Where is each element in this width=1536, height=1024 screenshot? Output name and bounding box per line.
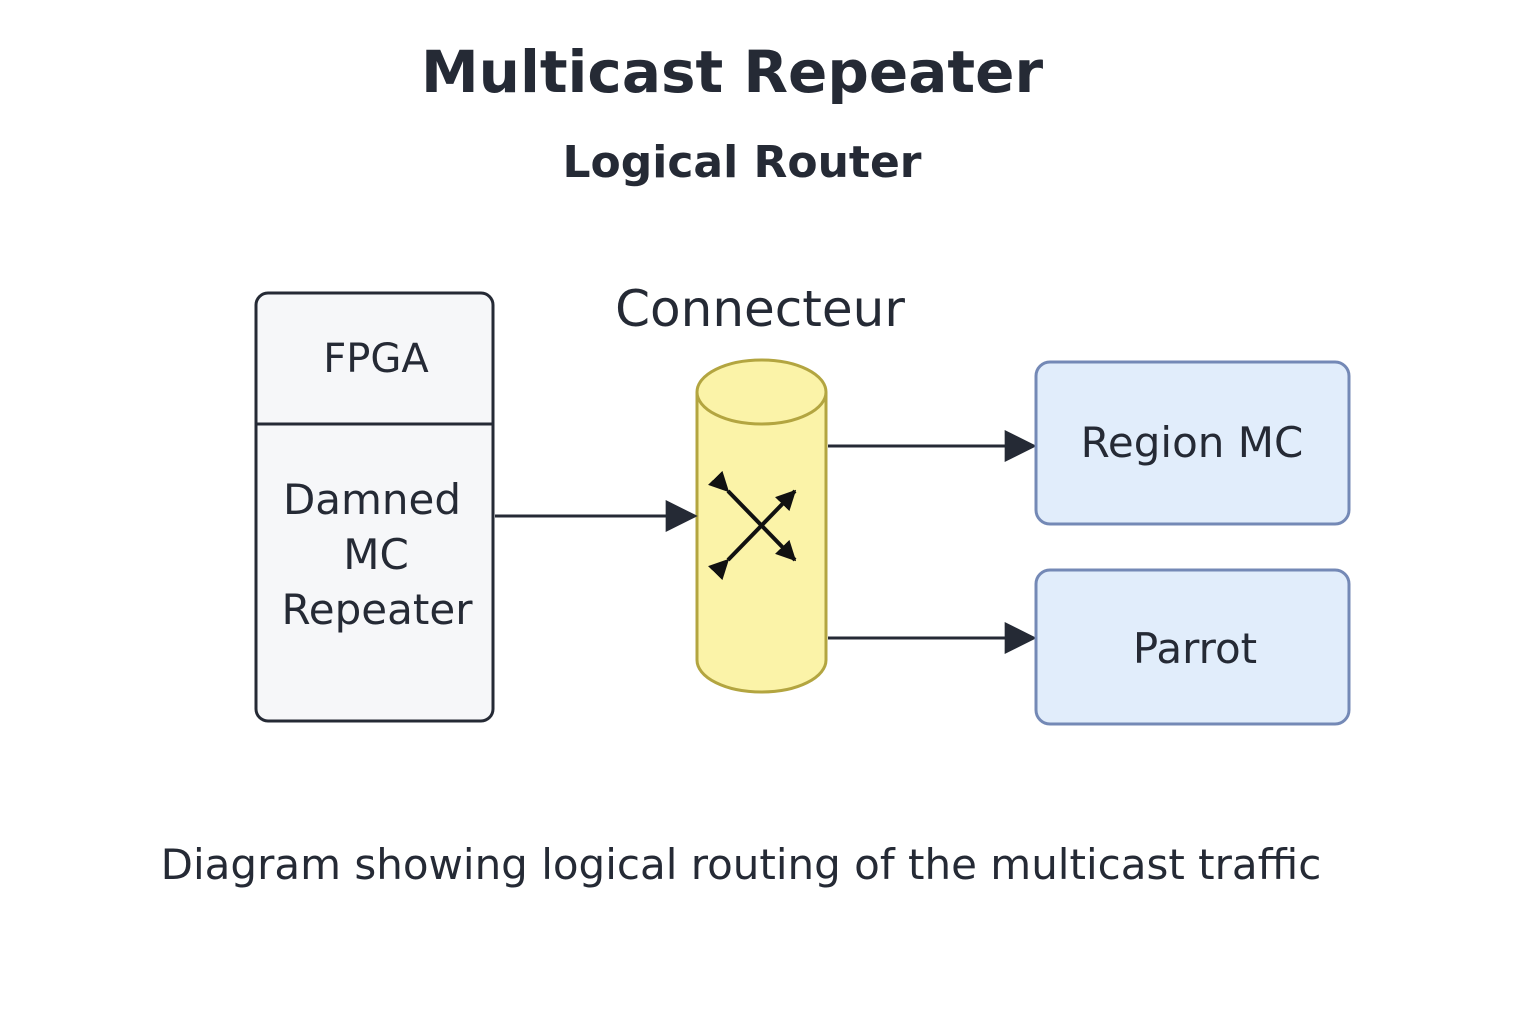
region-mc-node: Region MC [1034,360,1351,526]
page-subtitle: Logical Router [562,137,922,188]
fpga-node: FPGA Damned MC Repeater [254,291,495,723]
connector-node [695,358,828,694]
connector-label: Connecteur [615,280,905,338]
parrot-label: Parrot [1133,624,1257,673]
fpga-body-line-3: Repeater [282,585,474,634]
parrot-node: Parrot [1034,568,1351,726]
connector-cylinder-top [695,358,828,426]
parrot-box [1034,568,1351,726]
fpga-header-label: FPGA [323,336,429,382]
region-mc-label: Region MC [1081,418,1304,467]
fpga-body-line-1: Damned [283,475,461,524]
fpga-body-line-2: MC [343,530,409,579]
connector-cylinder-body [695,392,828,694]
fpga-box [254,291,495,723]
crossed-arrows-icon [708,470,797,581]
page-title: Multicast Repeater [420,38,1044,106]
diagram-caption: Diagram showing logical routing of the m… [160,840,1322,889]
region-mc-box [1034,360,1351,526]
